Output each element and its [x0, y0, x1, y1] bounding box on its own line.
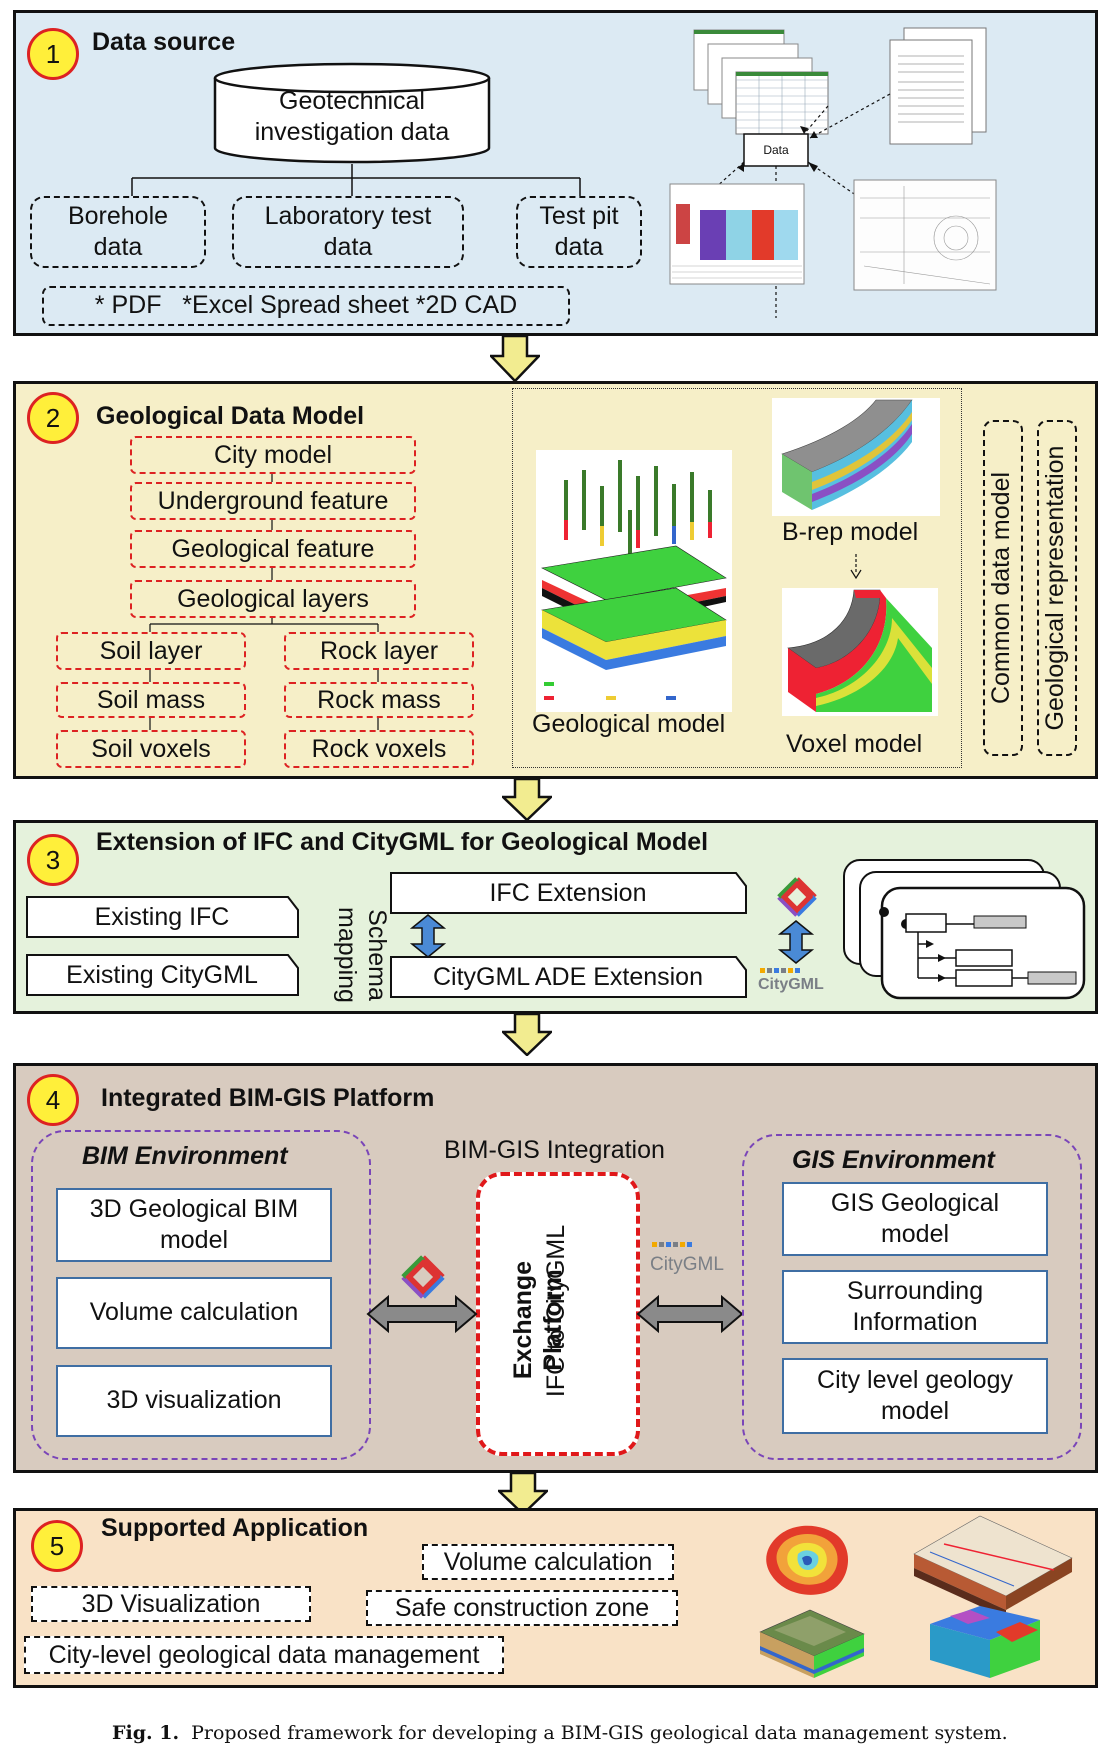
panel-title-geological-data-model: Geological Data Model — [96, 402, 365, 430]
logo-double-arrow — [778, 920, 814, 964]
geological-model-image — [536, 450, 732, 712]
soil-layer-box: Soil layer — [56, 632, 246, 670]
panel-title-supported-application: Supported Application — [101, 1514, 369, 1542]
extension-double-arrow — [410, 914, 446, 958]
lab-test-data-box: Laboratory test data — [232, 196, 464, 268]
schema-diagram-icon — [843, 859, 1086, 1000]
gis-environment-region — [742, 1134, 1082, 1460]
hierarchy-lines — [149, 474, 379, 730]
bim-item-3d-visualization: 3D visualization — [56, 1365, 332, 1437]
voxel-model-image — [782, 588, 938, 716]
flow-arrow-3 — [502, 1014, 552, 1056]
app-volume-calculation: Volume calculation — [422, 1544, 674, 1580]
ifc-extension-shape — [390, 872, 747, 914]
rock-mass-box: Rock mass — [284, 682, 474, 718]
database-icon — [213, 62, 491, 164]
contour-map-image — [766, 1525, 849, 1595]
data-documents-collage — [669, 27, 997, 318]
app-3d-visualization: 3D Visualization — [31, 1586, 311, 1622]
application-images — [759, 1515, 1073, 1678]
borehole-data-box: Borehole data — [30, 196, 206, 268]
panel-title-integrated-platform: Integrated BIM-GIS Platform — [101, 1084, 435, 1112]
flow-arrow-2 — [502, 779, 552, 821]
existing-citygml-label: Existing CityGML — [66, 961, 258, 989]
citygml-logo-icon-2 — [652, 1242, 692, 1247]
soil-mass-box: Soil mass — [56, 682, 246, 718]
hierarchy-city-model: City model — [130, 436, 416, 474]
step-number-1: 1 — [27, 28, 79, 80]
geological-representation-box — [1037, 420, 1077, 756]
brep-to-voxel-arrow — [850, 554, 862, 580]
geological-section-image — [913, 1515, 1073, 1618]
data-node-label: Data — [763, 143, 789, 157]
common-data-model-label: Common data model — [987, 471, 1015, 705]
exchange-platform-box — [476, 1172, 640, 1456]
exchange-platform-subtitle: IFC to CityGML — [542, 1224, 570, 1398]
pdf-report-icon — [889, 27, 987, 145]
app-safe-construction-zone: Safe construction zone — [366, 1590, 678, 1626]
terrain-model-image — [759, 1609, 865, 1678]
citygml-ade-shape — [390, 956, 747, 998]
panel-title-ifc-citygml-extension: Extension of IFC and CityGML for Geologi… — [96, 828, 709, 856]
brep-model-label: B-rep model — [782, 518, 919, 546]
test-pit-data-box: Test pit data — [516, 196, 642, 268]
gis-environment-title: GIS Environment — [792, 1146, 995, 1174]
spreadsheet-icon — [693, 29, 829, 135]
step-number-2: 2 — [27, 392, 79, 444]
step-number-3: 3 — [27, 834, 79, 886]
panel-title-data-source: Data source — [92, 28, 236, 56]
ifc-logo-icon-2 — [401, 1255, 445, 1299]
bim-exchange-double-arrow — [366, 1294, 478, 1334]
voxel-block-image — [930, 1606, 1040, 1678]
gis-item-city-level-geology: City level geology model — [782, 1358, 1048, 1434]
rock-layer-box: Rock layer — [284, 632, 474, 670]
model-region-outline — [512, 388, 962, 768]
brep-model-image — [772, 398, 940, 516]
voxel-model-label: Voxel model — [786, 730, 923, 758]
figure-caption: Fig. 1. Proposed framework for developin… — [112, 1722, 1072, 1744]
bim-gis-integration-label: BIM-GIS Integration — [444, 1136, 665, 1164]
ifc-logo-icon — [777, 877, 817, 917]
flow-arrow-4 — [498, 1473, 548, 1515]
citygml-logo-text-2: CityGML — [650, 1254, 724, 1275]
common-data-model-box — [983, 420, 1023, 756]
citygml-logo-text: CityGML — [758, 976, 824, 993]
citygml-ade-label: CityGML ADE Extension — [432, 963, 703, 991]
rock-voxels-box: Rock voxels — [284, 730, 474, 768]
existing-citygml-shape — [26, 954, 299, 996]
exchange-gis-double-arrow — [636, 1294, 744, 1334]
soil-voxels-box: Soil voxels — [56, 730, 246, 768]
existing-ifc-label: Existing IFC — [94, 903, 230, 931]
schema-mapping-label: Schema mapping — [333, 907, 391, 1003]
database-label: Geotechnical investigation data — [254, 87, 450, 147]
step-number-4: 4 — [27, 1074, 79, 1126]
flow-arrow-1 — [490, 336, 540, 382]
geological-representation-label: Geological representation — [1041, 445, 1069, 731]
hierarchy-underground-feature: Underground feature — [130, 482, 416, 520]
step-number-5: 5 — [31, 1520, 83, 1572]
gis-item-surrounding-information: Surrounding Information — [782, 1270, 1048, 1344]
bim-item-volume-calculation: Volume calculation — [56, 1277, 332, 1349]
borehole-log-image — [669, 183, 805, 285]
figure-label: Fig. 1. — [112, 1722, 180, 1744]
citygml-logo-icon — [760, 968, 800, 973]
hierarchy-geological-layers: Geological layers — [130, 580, 416, 618]
source-tree-lines — [131, 164, 581, 196]
bim-environment-title: BIM Environment — [82, 1142, 288, 1170]
figure-caption-text: Proposed framework for developing a BIM-… — [191, 1722, 1008, 1744]
bim-item-geological-model: 3D Geological BIM model — [56, 1188, 332, 1262]
ifc-extension-label: IFC Extension — [489, 879, 647, 907]
cad-drawing-image — [853, 179, 997, 291]
gis-item-geological-model: GIS Geological model — [782, 1182, 1048, 1256]
geological-model-label: Geological model — [532, 710, 726, 738]
file-formats-box: * PDF *Excel Spread sheet *2D CAD — [42, 286, 570, 326]
existing-ifc-shape — [26, 896, 299, 938]
app-city-level-data-management: City-level geological data management — [24, 1636, 504, 1674]
hierarchy-geological-feature: Geological feature — [130, 530, 416, 568]
bim-environment-region — [31, 1130, 371, 1460]
